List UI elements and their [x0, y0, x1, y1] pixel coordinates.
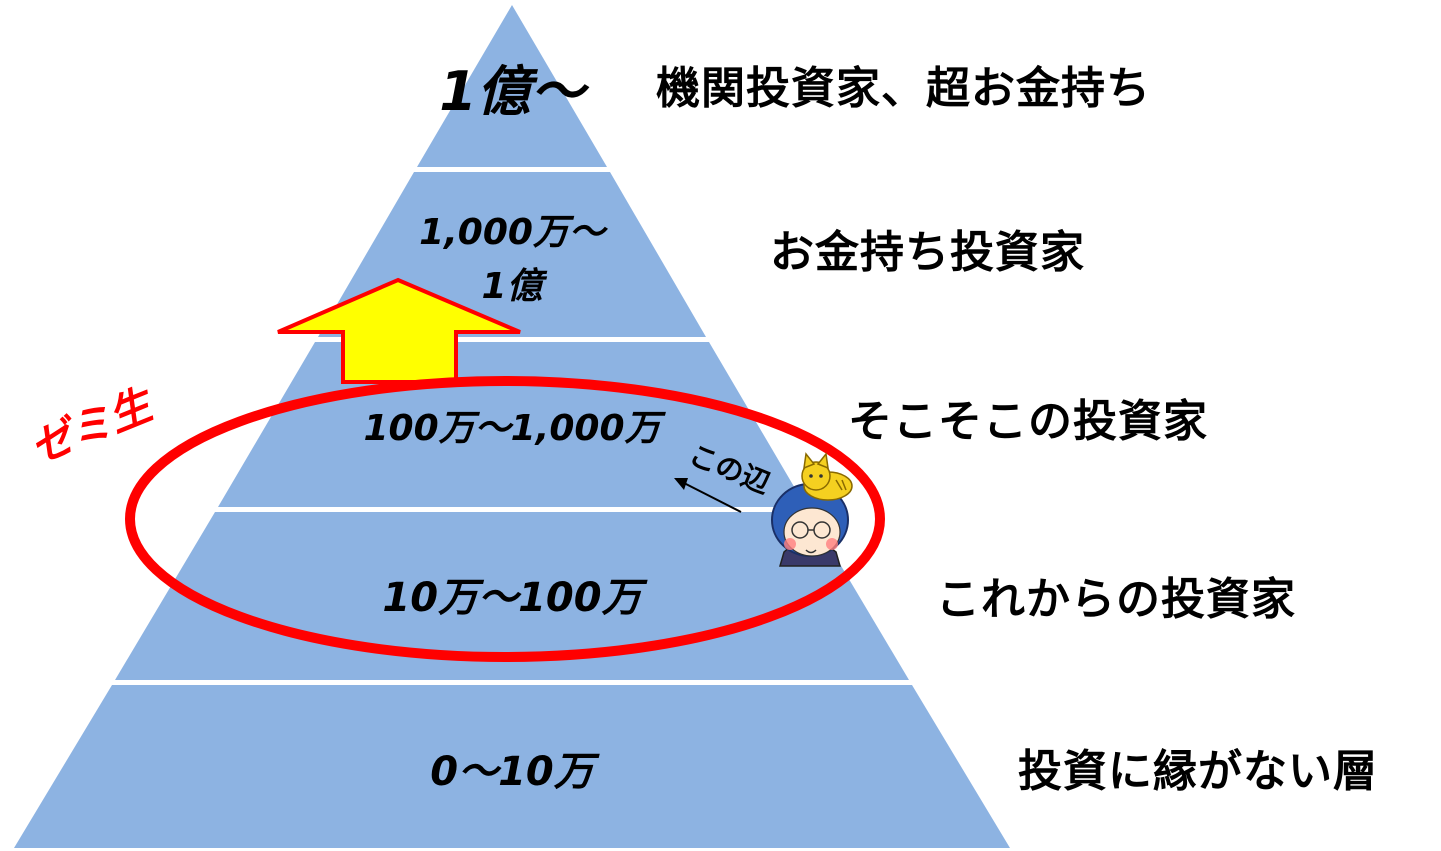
tier-4-description: これからの投資家: [936, 574, 1296, 625]
character-with-cat-icon: [771, 452, 853, 567]
seminar-highlight-ellipse: [125, 376, 885, 662]
tier-2-range-line2: 1億: [481, 266, 547, 307]
tier-2-range-line1: 1,000万〜: [419, 212, 609, 253]
tier-2-description: お金持ち投資家: [770, 227, 1085, 278]
tier-4-range: 10万〜100万: [382, 575, 648, 621]
tier-3-description: そこそこの投資家: [848, 396, 1208, 447]
tier-5-range: 0〜10万: [430, 749, 600, 795]
callout-pointer-head: [674, 478, 688, 490]
tier-5-band: [14, 685, 1010, 848]
callout-pointer-line: [681, 481, 742, 513]
tier-1-band: [417, 5, 607, 167]
tier-1-range: 1億〜: [439, 60, 590, 123]
tier-1-description: 機関投資家、超お金持ち: [656, 63, 1151, 114]
tier-3-range: 100万〜1,000万: [363, 408, 666, 449]
tier-5-description: 投資に縁がない層: [1018, 746, 1378, 797]
seminar-label: ゼミ生: [23, 379, 162, 473]
